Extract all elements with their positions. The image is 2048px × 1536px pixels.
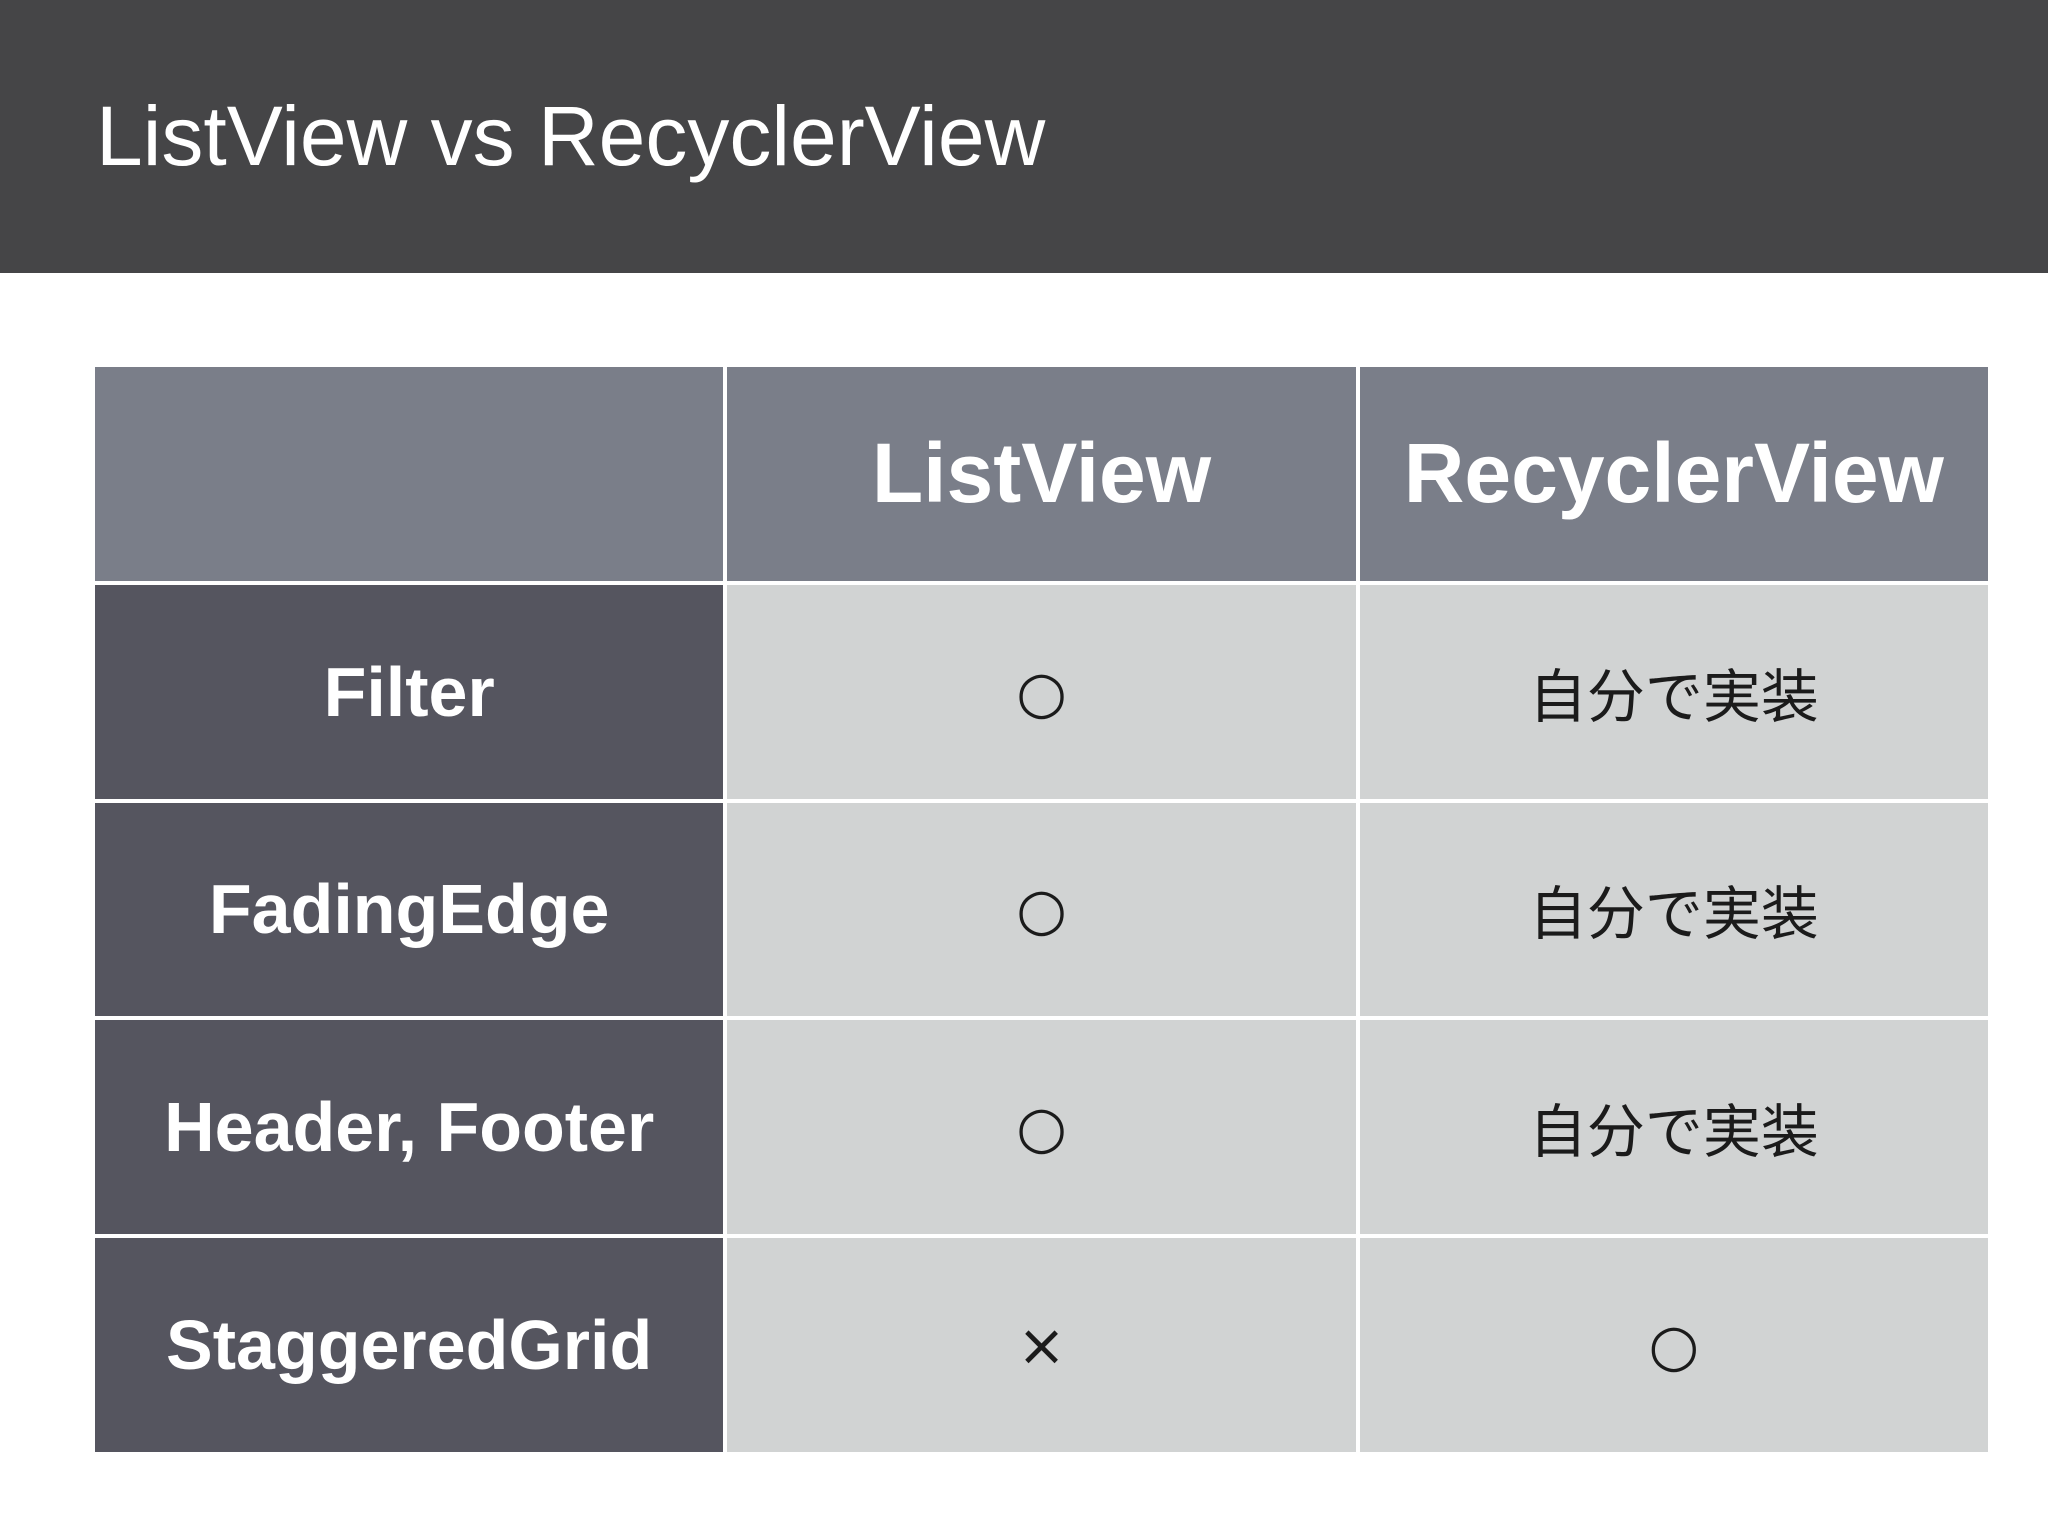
column-header-listview: ListView <box>727 367 1356 581</box>
corner-header-cell <box>95 367 724 581</box>
header-footer-recyclerview-value: 自分で実装 <box>1359 1020 1988 1235</box>
slide-title: ListView vs RecyclerView <box>96 89 1046 183</box>
fadingedge-listview-value: ○ <box>727 802 1356 1017</box>
row-label-staggeredgrid: StaggeredGrid <box>95 1238 724 1452</box>
filter-listview-value: ○ <box>727 584 1356 799</box>
staggeredgrid-recyclerview-value: ○ <box>1359 1238 1988 1452</box>
header-footer-listview-value: ○ <box>727 1020 1356 1235</box>
column-header-recyclerview: RecyclerView <box>1359 367 1988 581</box>
filter-recyclerview-value: 自分で実装 <box>1359 584 1988 799</box>
row-label-filter: Filter <box>95 584 724 799</box>
staggeredgrid-listview-value: × <box>727 1238 1356 1452</box>
title-bar: ListView vs RecyclerView <box>0 0 2048 273</box>
fadingedge-recyclerview-value: 自分で実装 <box>1359 802 1988 1017</box>
row-label-fadingedge: FadingEdge <box>95 802 724 1017</box>
comparison-table: ListView RecyclerView Filter ○ 自分で実装 Fad… <box>95 367 1988 1452</box>
row-label-header-footer: Header, Footer <box>95 1020 724 1235</box>
